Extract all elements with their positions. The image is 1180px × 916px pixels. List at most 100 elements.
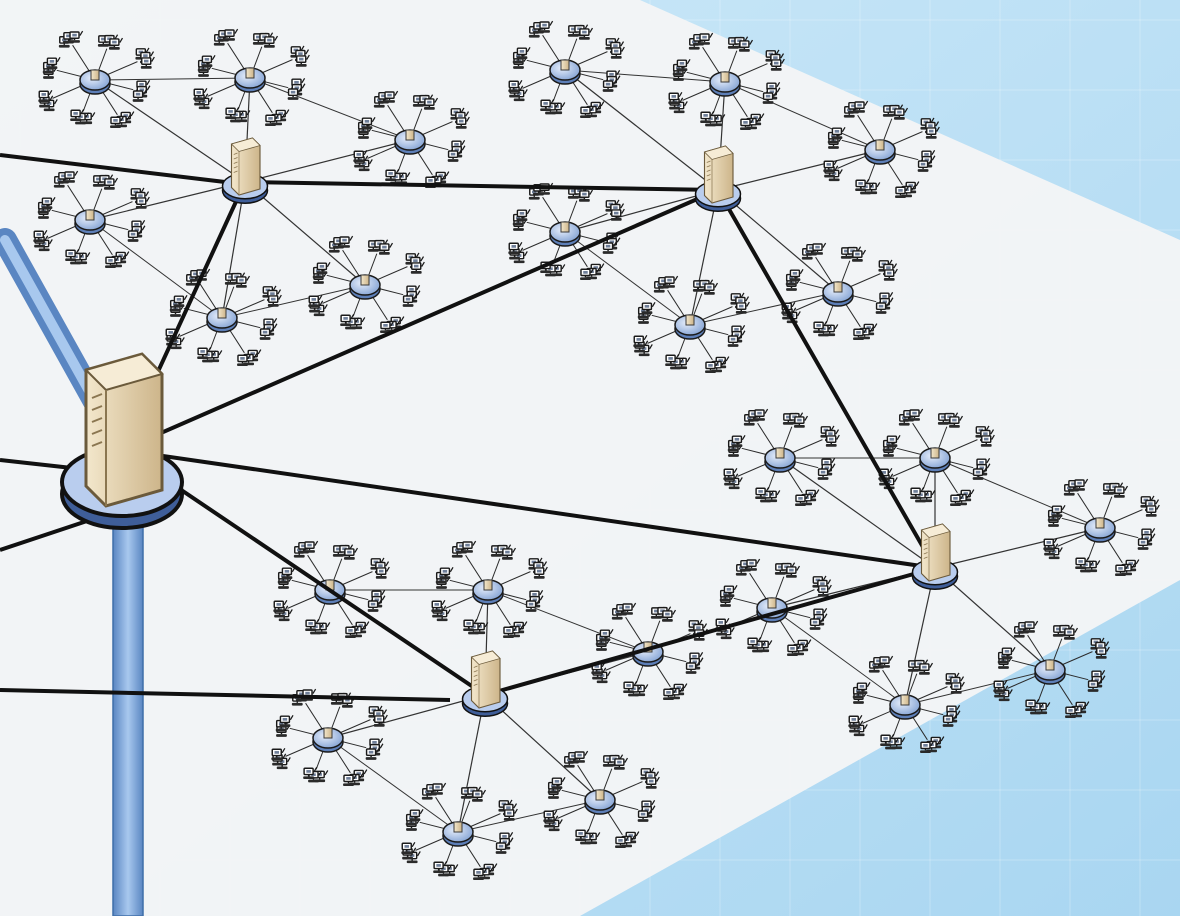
hub-peer-link — [94, 77, 251, 81]
client-cluster — [271, 688, 388, 787]
workstation-icon — [385, 169, 400, 182]
client-cluster — [308, 235, 425, 334]
workstation-icon — [46, 56, 61, 69]
workstation-icon — [1001, 646, 1016, 659]
distribution-server-icon — [221, 137, 269, 204]
hub-icon — [1034, 659, 1066, 685]
workstation-icon — [401, 842, 416, 855]
workstation-icon — [855, 179, 870, 192]
workstation-icon — [38, 90, 53, 103]
workstation-icon — [525, 599, 540, 612]
hub-peer-link — [221, 284, 366, 319]
workstation-icon — [516, 46, 531, 59]
workstation-icon — [723, 584, 738, 597]
hub-uplink — [327, 694, 486, 739]
workstation-icon — [380, 321, 395, 334]
workstation-icon — [699, 32, 714, 45]
workstation-icon — [409, 808, 424, 821]
client-cluster — [633, 275, 750, 374]
workstation-icon — [910, 487, 925, 500]
workstation-icon — [731, 434, 746, 447]
conduit — [112, 524, 144, 916]
workstation-icon — [237, 354, 252, 367]
hub-uplink — [904, 567, 936, 706]
workstation-icon — [501, 547, 517, 560]
workstation-icon — [265, 114, 280, 127]
hub-icon — [1084, 517, 1116, 543]
workstation-icon — [533, 566, 548, 579]
client-cluster — [723, 408, 840, 507]
workstation-icon — [339, 235, 354, 248]
workstation-icon — [540, 99, 555, 112]
workstation-icon — [173, 294, 188, 307]
workstation-icon — [823, 160, 838, 173]
workstation-icon — [70, 109, 85, 122]
workstation-icon — [727, 334, 742, 347]
workstation-icon — [503, 626, 518, 639]
workstation-icon — [1051, 504, 1066, 517]
workstation-icon — [886, 434, 901, 447]
client-cluster — [33, 170, 150, 269]
hub-uplink — [934, 527, 1101, 569]
client-clusters — [33, 20, 1160, 881]
backbone-link-offpage — [0, 153, 226, 184]
workstation-icon — [578, 27, 594, 40]
workstation-icon — [69, 30, 84, 43]
hub-icon — [394, 129, 426, 155]
client-cluster — [401, 782, 518, 881]
workstation-icon — [880, 734, 895, 747]
workstation-icon — [373, 714, 388, 727]
workstation-icon — [140, 56, 155, 69]
backbone-link — [120, 188, 720, 452]
workstation-icon — [948, 415, 964, 428]
workstation-icon — [316, 261, 331, 274]
hub-peer-link — [724, 81, 881, 151]
workstation-icon — [747, 637, 762, 650]
workstation-icon — [602, 241, 617, 254]
workstation-icon — [375, 566, 390, 579]
workstation-icon — [663, 688, 678, 701]
workstation-icon — [705, 361, 720, 374]
hub-peer-link — [249, 77, 411, 141]
workstation-icon — [787, 644, 802, 657]
workstation-icon — [812, 242, 827, 255]
workstation-icon — [893, 107, 909, 120]
workstation-icon — [668, 92, 683, 105]
hub-uplink — [934, 567, 1051, 671]
hub-icon — [234, 67, 266, 93]
workstation-icon — [225, 107, 240, 120]
workstation-icon — [473, 868, 488, 881]
hub-uplink — [94, 79, 246, 183]
workstation-icon — [41, 196, 56, 209]
distribution-server-icon — [694, 145, 742, 212]
workstation-icon — [343, 547, 359, 560]
workstation-icon — [613, 757, 629, 770]
distribution-server-icon — [911, 523, 959, 590]
client-cluster — [165, 268, 282, 367]
workstation-icon — [132, 89, 147, 102]
workstation-icon — [610, 208, 625, 221]
workstation-icon — [279, 714, 294, 727]
workstation-icon — [447, 149, 462, 162]
workstation-icon — [1087, 679, 1102, 692]
workstation-icon — [817, 467, 832, 480]
backbone-link — [120, 448, 937, 570]
workstation-icon — [879, 655, 894, 668]
workstation-icon — [345, 626, 360, 639]
workstation-icon — [754, 408, 769, 421]
workstation-icon — [462, 540, 477, 553]
hub-peer-link — [457, 799, 601, 833]
workstation-icon — [942, 714, 957, 727]
workstation-icon — [574, 750, 589, 763]
workstation-icon — [543, 810, 558, 823]
workstation-icon — [1025, 699, 1040, 712]
workstation-icon — [762, 91, 777, 104]
workstation-icon — [1065, 706, 1080, 719]
hub-uplink — [221, 181, 246, 319]
workstation-icon — [503, 808, 518, 821]
workstation-icon — [615, 836, 630, 849]
client-cluster — [431, 540, 548, 639]
